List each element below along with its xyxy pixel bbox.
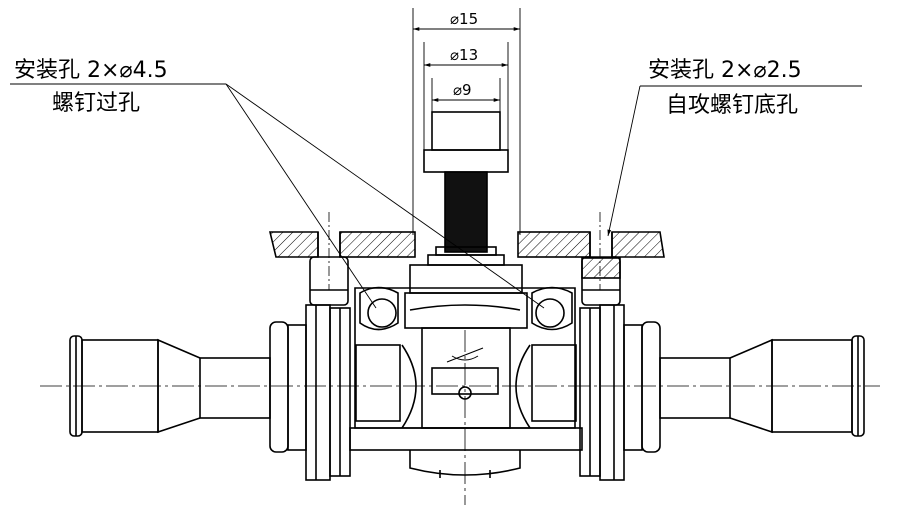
dimension-d13: ⌀13: [450, 46, 478, 64]
left-callout-line1: 安装孔 2×⌀4.5: [14, 58, 168, 83]
left-tube: [69, 335, 271, 437]
left-flange: [269, 256, 351, 481]
dimension-extension-lines: [412, 8, 521, 235]
screw-hole-right: [535, 298, 565, 328]
screw-hole-left: [367, 298, 397, 328]
adjust-screw: [423, 111, 509, 266]
leader-right: [607, 85, 862, 237]
right-callout-line1: 安装孔 2×⌀2.5: [648, 58, 802, 83]
right-tube: [659, 335, 865, 437]
central-body: [349, 264, 583, 478]
leader-left: [10, 83, 545, 309]
left-callout-line2: 螺钉过孔: [52, 91, 140, 116]
dimension-d15: ⌀15: [450, 10, 478, 28]
mounting-plate-section: [268, 231, 665, 258]
dimension-d9: ⌀9: [453, 81, 472, 99]
right-flange: [579, 256, 661, 481]
right-callout-line2: 自攻螺钉底孔: [666, 93, 798, 118]
hole-center-marks: [328, 212, 601, 290]
dimension-lines: [413, 27, 520, 102]
